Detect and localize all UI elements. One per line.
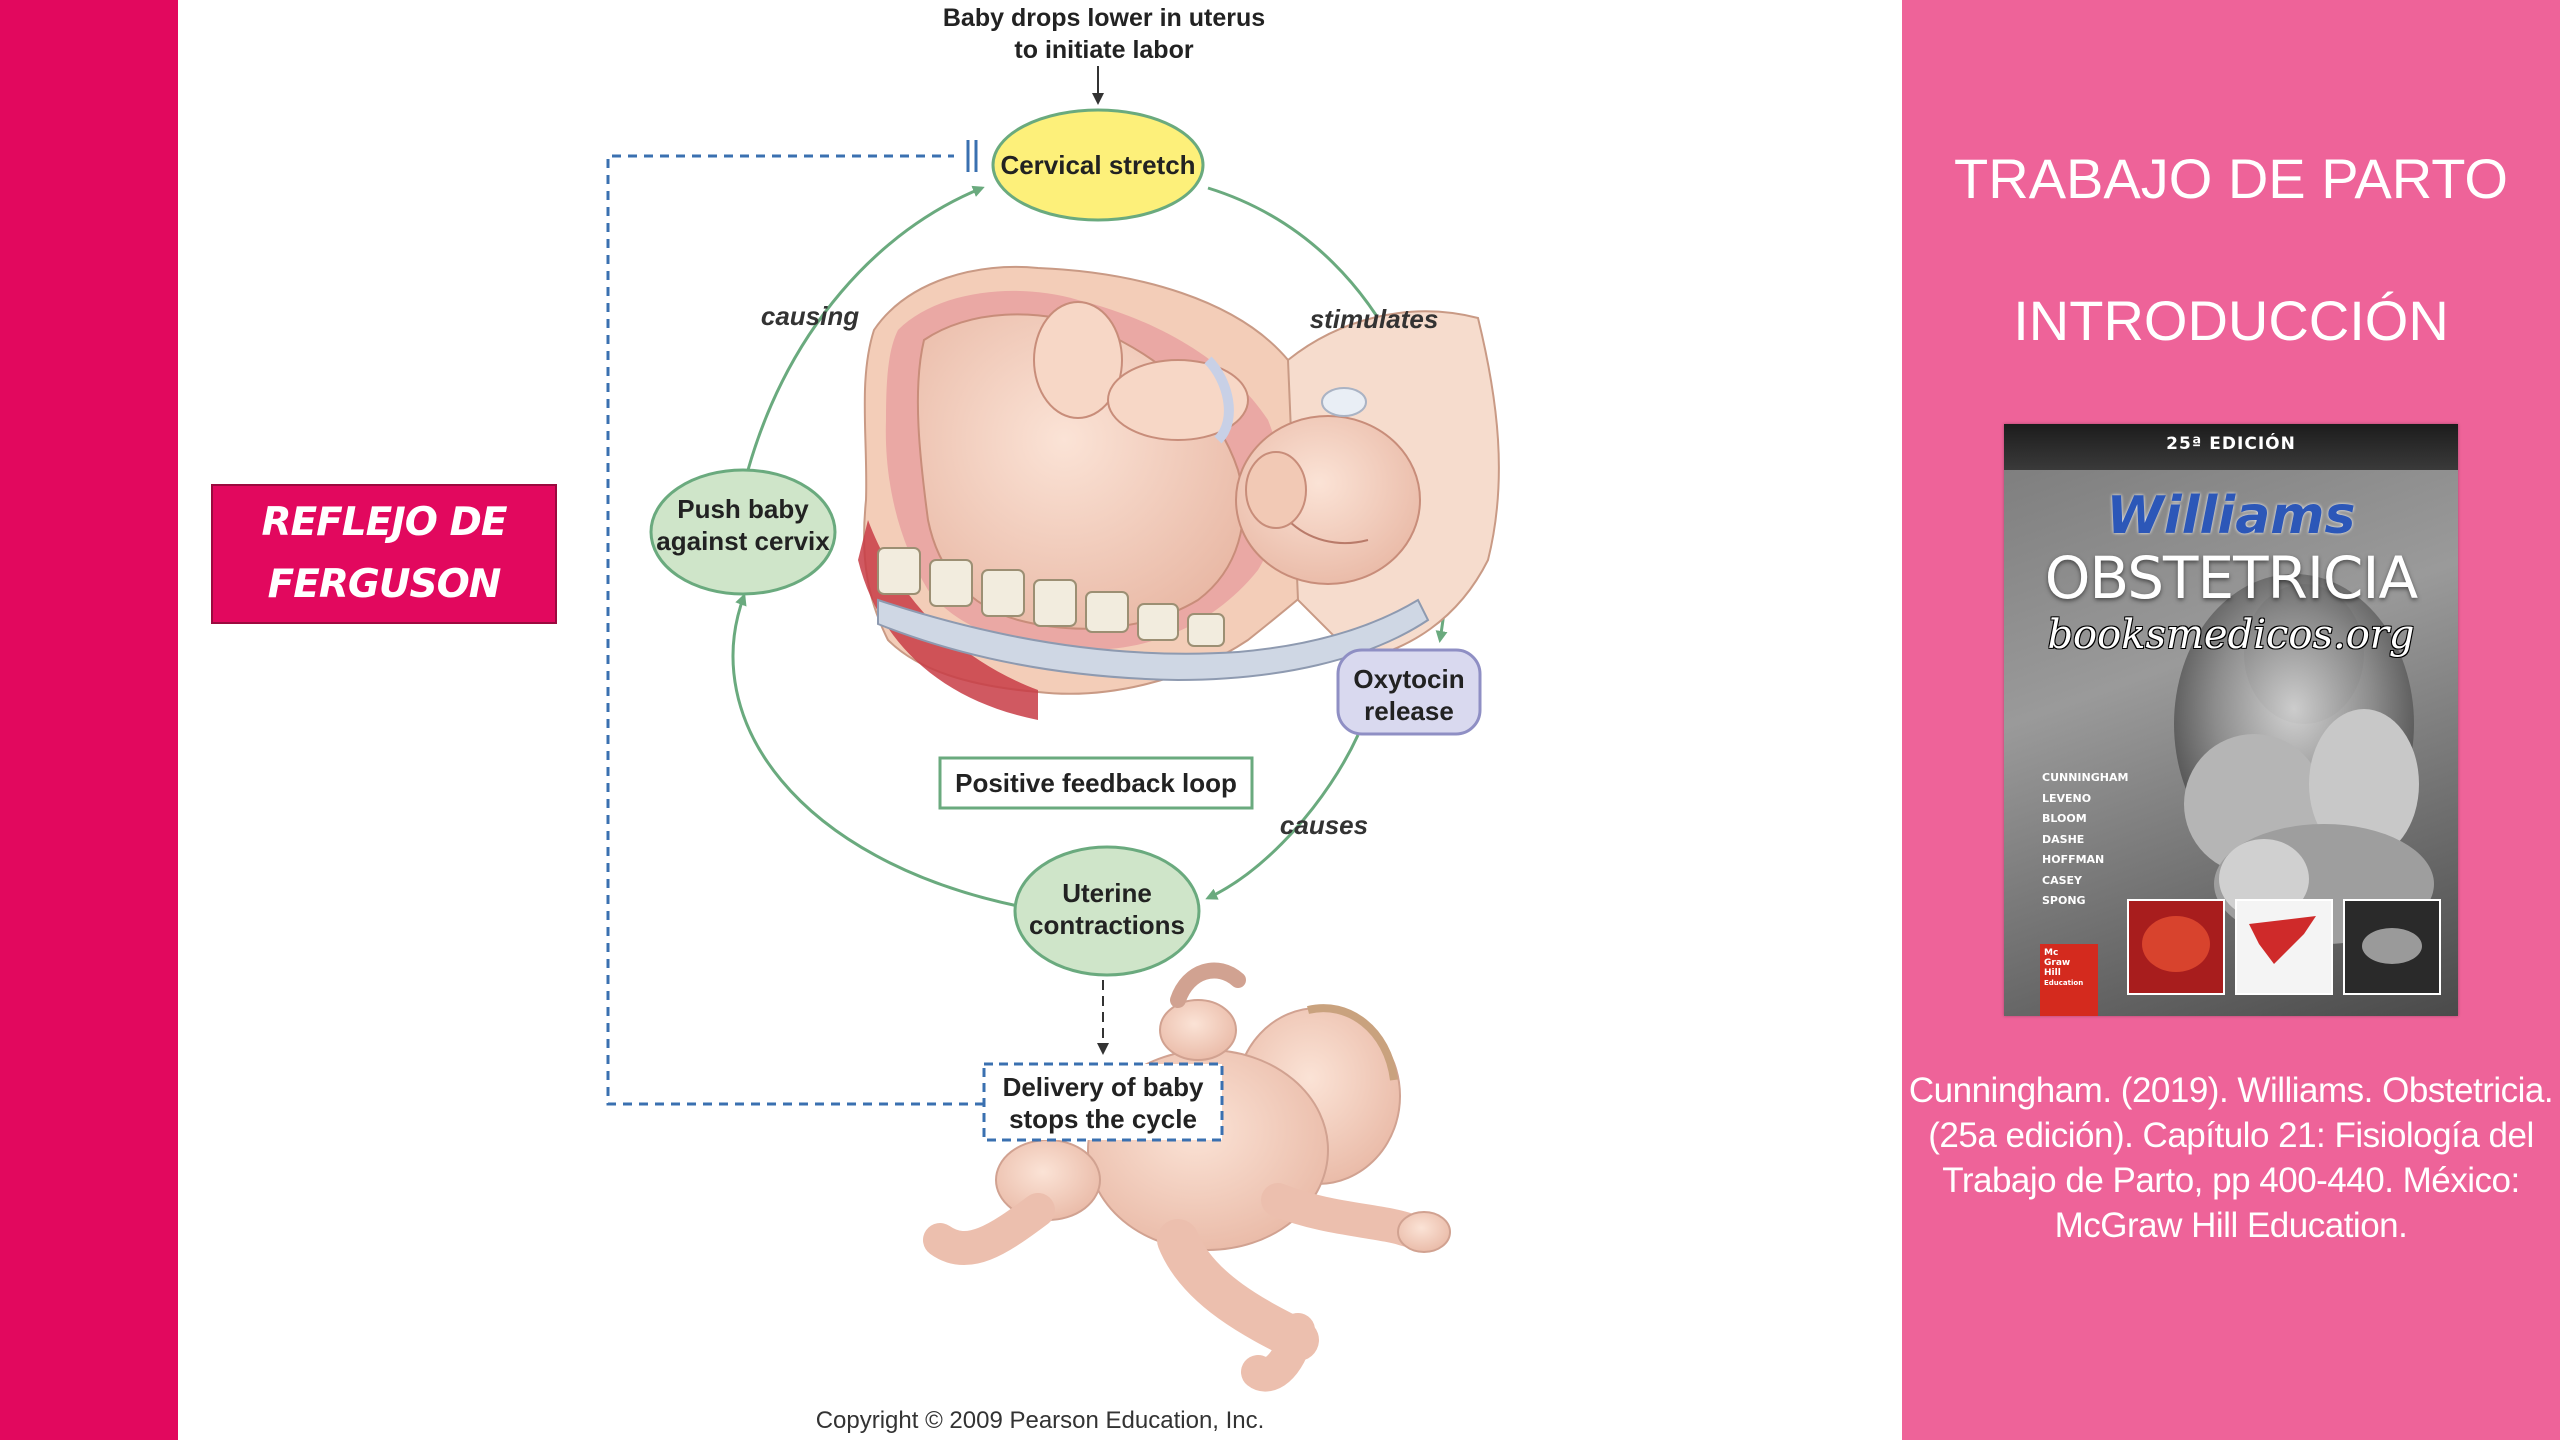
node-oxytocin-release <box>1336 648 1482 736</box>
dashed-feedback-line <box>606 154 984 1106</box>
cover-author: CASEY <box>2042 873 2082 887</box>
copyright-text: Copyright © 2009 Pearson Education, Inc. <box>816 1407 1265 1434</box>
node-cervical-stretch-label: Cervical stretch <box>1000 150 1195 180</box>
loop-label-box <box>938 756 1254 810</box>
node-delivery-line2: stops the cycle <box>1009 1104 1197 1134</box>
reflex-label: REFLEJO DE FERGUSON <box>211 484 557 624</box>
node-oxytocin-line2: release <box>1364 696 1454 726</box>
cover-watermark: booksmedicos.org <box>2047 612 2415 658</box>
node-oxytocin-line1: Oxytocin <box>1353 664 1464 694</box>
arrow-causing <box>746 185 985 471</box>
publisher-logo-line: Graw <box>2044 958 2071 968</box>
cover-subtitle: OBSTETRICIA <box>2044 544 2418 612</box>
cover-author: LEVENO <box>2042 791 2092 805</box>
label-causing: causing <box>761 301 859 331</box>
slide-subtitle: INTRODUCCIÓN <box>2013 289 2449 352</box>
loop-label: Positive feedback loop <box>955 768 1237 798</box>
cover-authors: CUNNINGHAM LEVENO BLOOM DASHE HOFFMAN CA… <box>2042 768 2128 912</box>
label-stimulates: stimulates <box>1310 304 1439 334</box>
cover-edition: 25ª EDICIÓN <box>2166 434 2296 454</box>
positive-feedback-diagram: Baby drops lower in uterus to initiate l… <box>606 4 1500 1434</box>
arrow-push <box>731 593 1019 908</box>
cover-top-band <box>2004 424 2458 470</box>
node-delivery-line1: Delivery of baby <box>1003 1072 1204 1102</box>
node-uterine-line1: Uterine <box>1062 878 1152 908</box>
book-cover-image: 25ª EDICIÓN Williams OBSTETRICIA booksme… <box>2004 424 2458 1016</box>
cover-author: HOFFMAN <box>2042 853 2105 866</box>
publisher-logo: Mc Graw Hill Education <box>2044 948 2083 988</box>
cover-title: Williams <box>2106 486 2356 546</box>
publisher-logo-line: Hill <box>2044 968 2061 978</box>
cover-author: SPONG <box>2042 894 2086 907</box>
citation-text: Cunningham. (2019). Williams. Obstetrici… <box>1908 1071 2554 1245</box>
cover-author: BLOOM <box>2042 812 2087 825</box>
top-caption-line2: to initiate labor <box>1014 36 1193 64</box>
slide-title: TRABAJO DE PARTO <box>1954 147 2508 210</box>
uterus-illustration <box>858 265 1500 720</box>
left-accent-bar <box>0 0 178 1440</box>
reflex-label-line1: REFLEJO DE <box>261 500 507 545</box>
node-cervical-stretch <box>991 108 1205 222</box>
top-caption-line1: Baby drops lower in uterus <box>943 4 1265 32</box>
cover-author: DASHE <box>2042 832 2085 846</box>
reflex-label-line2: FERGUSON <box>267 562 502 607</box>
cover-author: CUNNINGHAM <box>2042 771 2129 784</box>
newborn-illustration <box>923 962 1451 1392</box>
node-push-line2: against cervix <box>656 526 830 556</box>
arrow-causes <box>1205 734 1360 900</box>
node-uterine-line2: contractions <box>1029 910 1185 940</box>
publisher-logo-line: Education <box>2044 979 2084 987</box>
publisher-logo-line: Mc <box>2044 948 2059 958</box>
label-causes: causes <box>1280 810 1368 840</box>
fetus-photo-icon <box>2040 574 2441 1016</box>
node-uterine-contractions <box>1013 845 1201 977</box>
node-push-line1: Push baby <box>677 494 809 524</box>
node-delivery-of-baby <box>982 1062 1224 1142</box>
node-push-baby <box>649 468 837 596</box>
